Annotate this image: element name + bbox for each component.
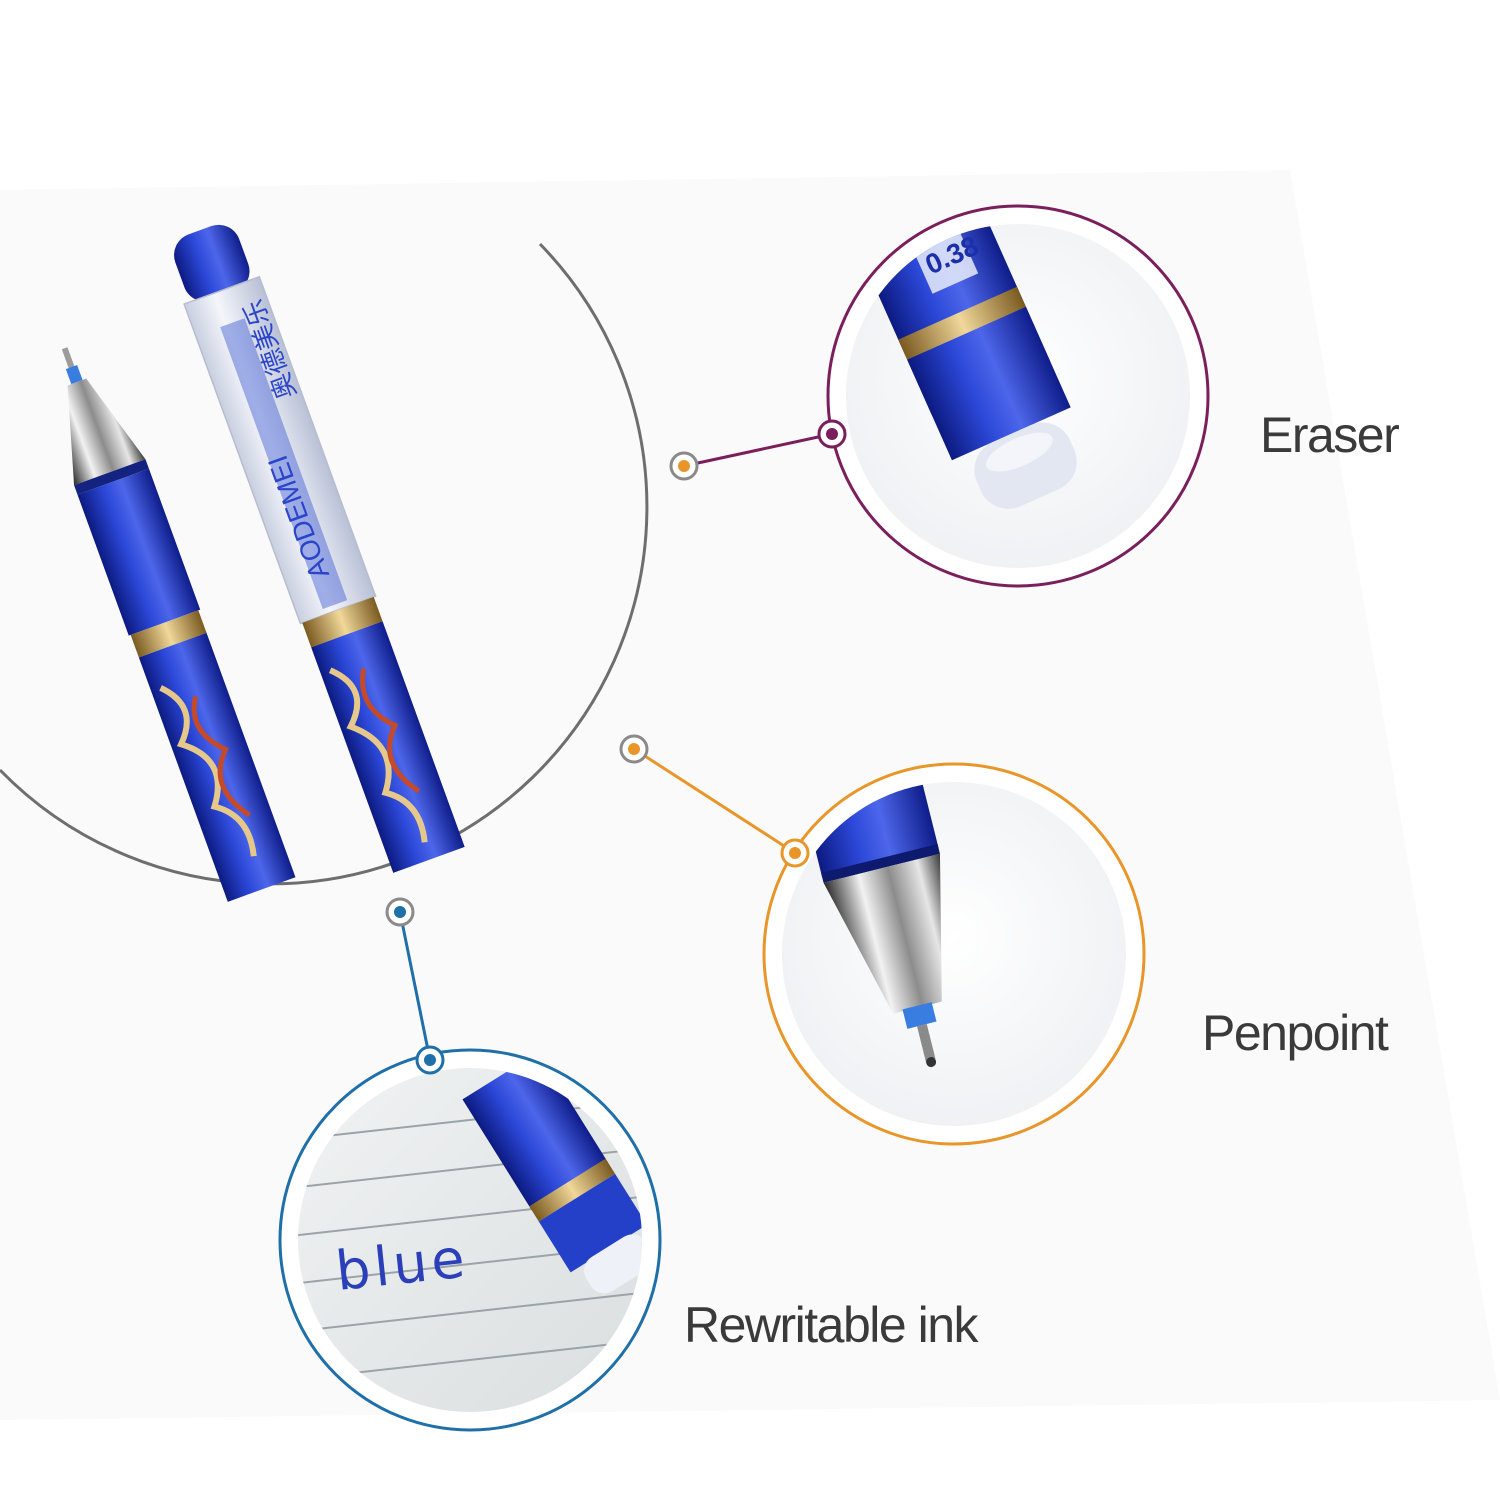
ink-callout: blue: [278, 1048, 662, 1432]
penpoint-label: Penpoint: [1202, 1005, 1389, 1061]
eraser-label: Eraser: [1260, 407, 1400, 463]
pen-uncapped: [61, 347, 296, 902]
connector-nodes: [385, 419, 847, 1075]
pens-group: AODEMEI 奥德美乐: [61, 224, 465, 902]
eraser-callout: 0.38: [826, 204, 1210, 588]
rewritable-ink-label: Rewritable ink: [684, 1297, 979, 1353]
eraser-connector: [683, 432, 833, 468]
penpoint-callout: [762, 762, 1146, 1146]
pen-capped: AODEMEI 奥德美乐: [174, 224, 465, 873]
ink-detail-image: blue: [298, 1068, 642, 1381]
penpoint-connector: [633, 747, 796, 855]
ink-connector: [398, 911, 432, 1061]
main-arc: [0, 242, 649, 886]
handwriting-text: blue: [333, 1226, 472, 1303]
